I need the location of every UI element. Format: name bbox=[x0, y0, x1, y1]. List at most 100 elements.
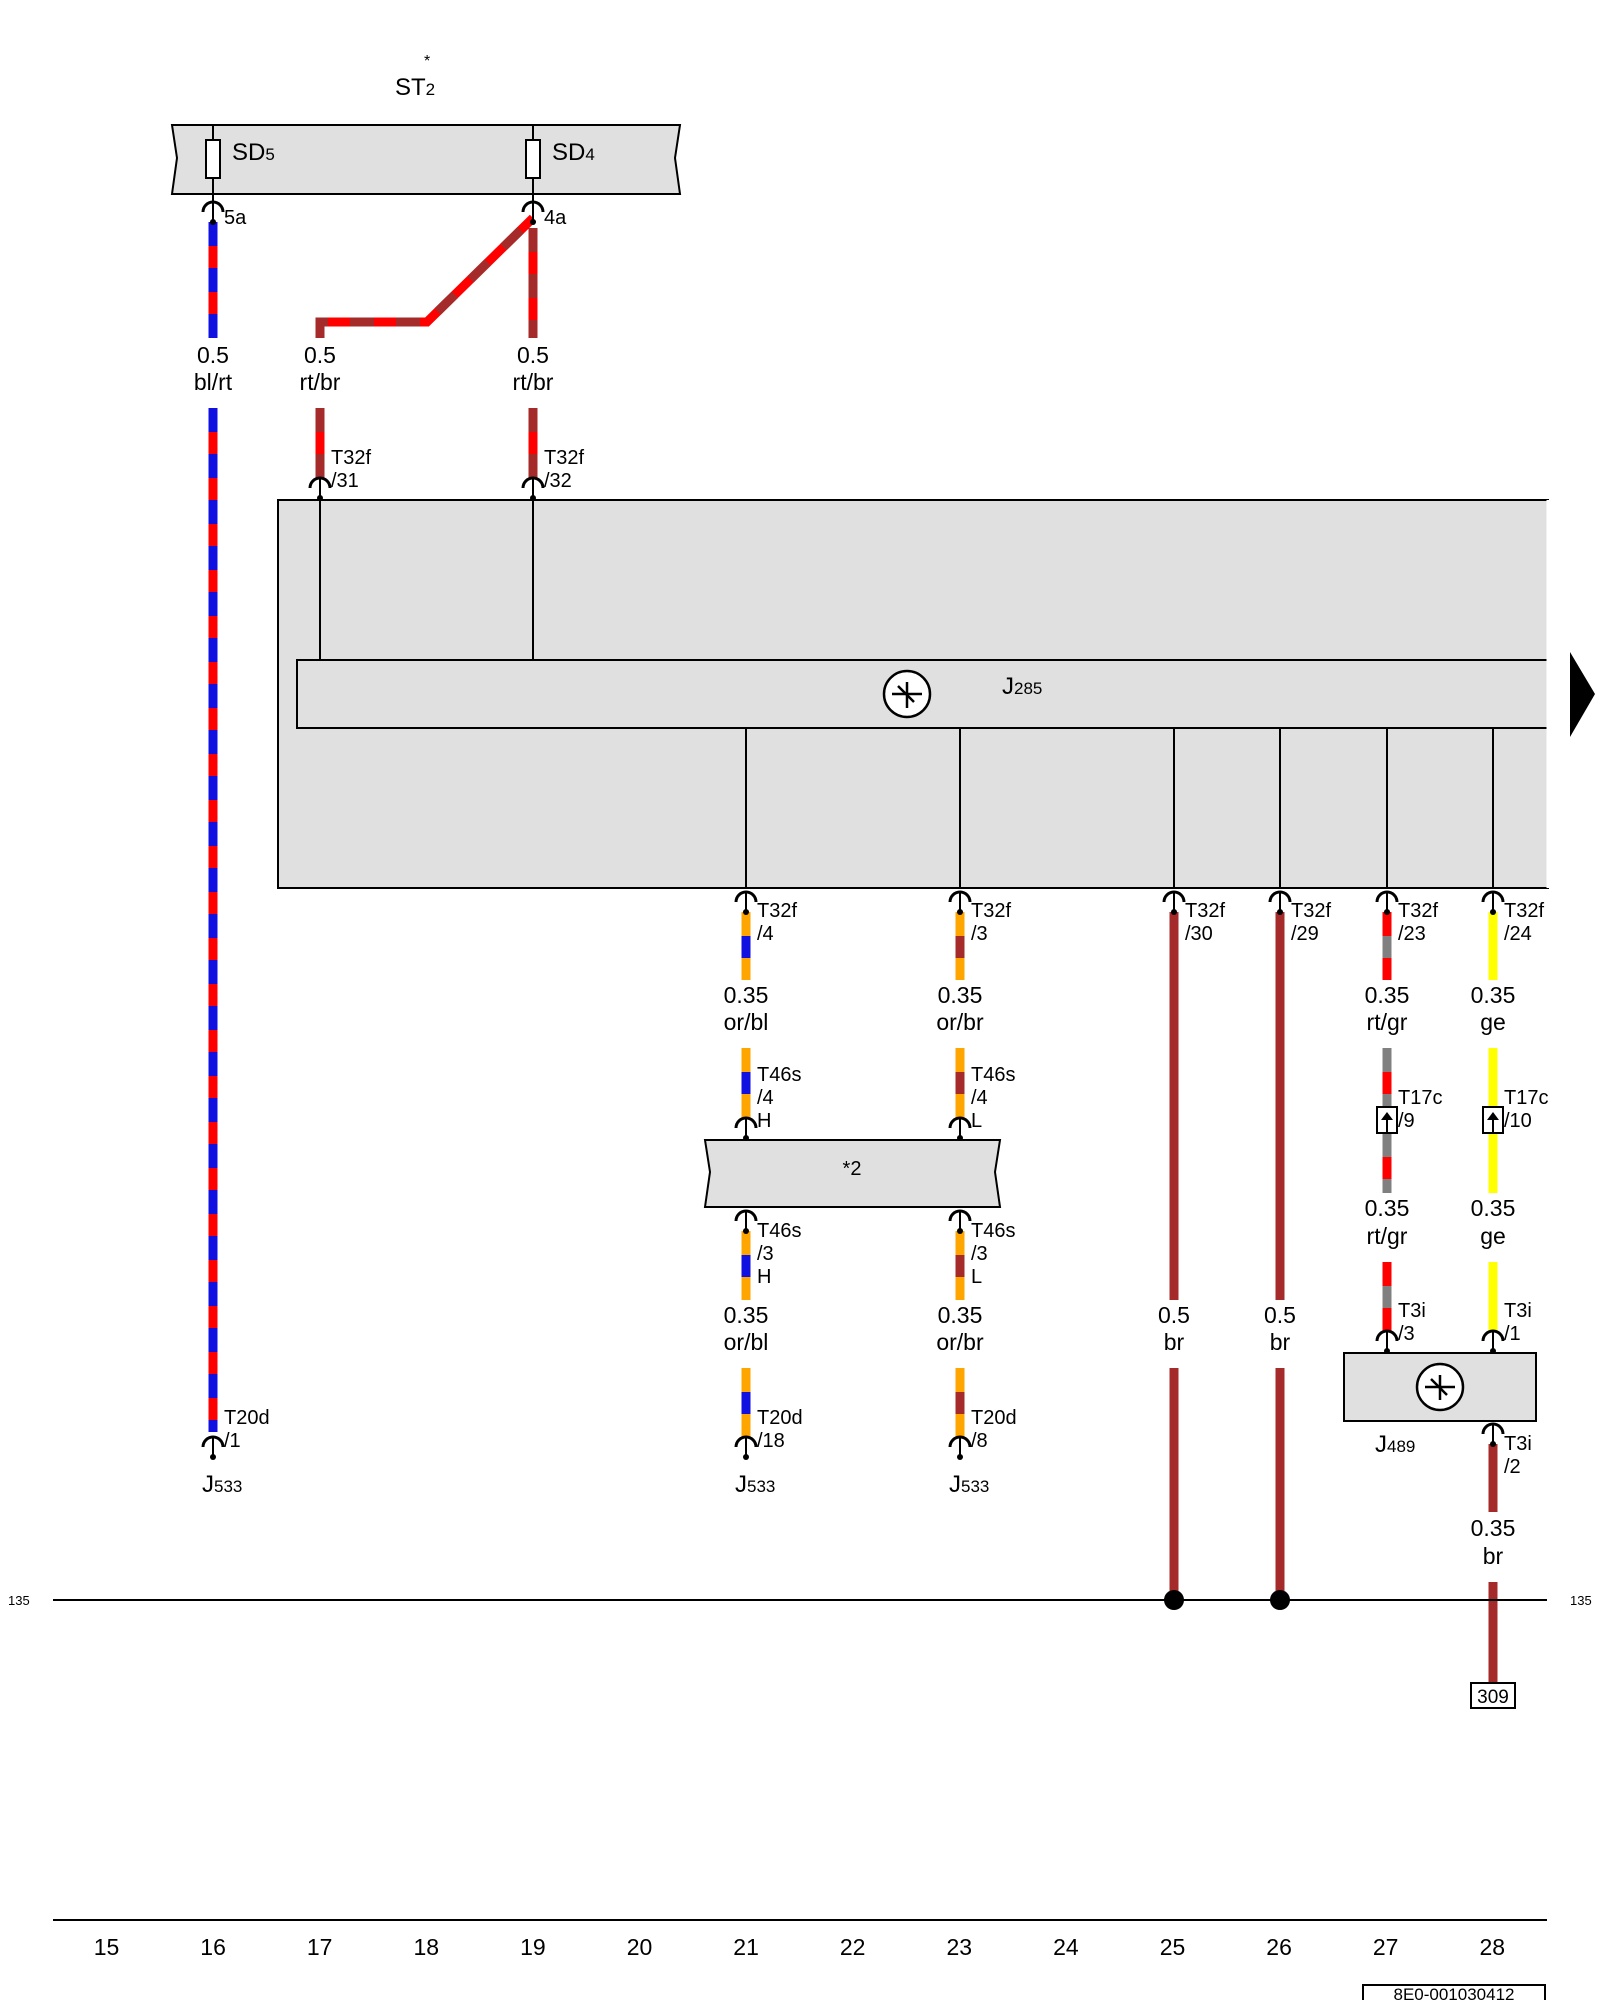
connector-icon bbox=[1481, 890, 1505, 917]
destination-j533: J533 bbox=[949, 1471, 989, 1498]
connector-icon bbox=[734, 1116, 758, 1143]
pin-s23b-connector: T46s bbox=[971, 1220, 1015, 1242]
pin-p25-pin: /30 bbox=[1185, 923, 1213, 945]
wire-color-w28c: br bbox=[1483, 1543, 1504, 1569]
pin-p25-connector: T32f bbox=[1185, 900, 1225, 922]
module-j489-label: J489 bbox=[1375, 1431, 1415, 1458]
pin-s23b-pin: /3 bbox=[971, 1243, 988, 1265]
connector-icon bbox=[734, 890, 758, 917]
ground-line: 135 135 bbox=[8, 1590, 1592, 1610]
module-star2-label: *2 bbox=[843, 1158, 862, 1180]
wire-size-w28c: 0.35 bbox=[1471, 1515, 1516, 1541]
wire-color-w28b: ge bbox=[1480, 1223, 1506, 1249]
pin-p28-pin: /24 bbox=[1504, 923, 1532, 945]
destination-labels: J533 J533 J533 bbox=[202, 1471, 989, 1498]
pin-s23a-connector: T46s bbox=[971, 1064, 1015, 1086]
grid-number: 21 bbox=[733, 1934, 759, 1960]
wire-labels: 0.5 bl/rt 0.5 rt/br 0.5 rt/br 0.35 or/bl… bbox=[194, 342, 1516, 1569]
pin-p17-pin: /31 bbox=[331, 470, 359, 492]
destination-j533: J533 bbox=[735, 1471, 775, 1498]
grid-number: 28 bbox=[1480, 1934, 1506, 1960]
fuse-sd5: SD5 5a bbox=[205, 125, 275, 229]
wire-size-w21a: 0.35 bbox=[724, 982, 769, 1008]
wire-color-w17: rt/br bbox=[300, 369, 341, 395]
pin-s21b-pin: /3 bbox=[757, 1243, 774, 1265]
grid-number: 17 bbox=[307, 1934, 333, 1960]
pin-t28-pin: /1 bbox=[1504, 1323, 1521, 1345]
pin-t28b-connector: T3i bbox=[1504, 1433, 1532, 1455]
pin-t27-connector: T3i bbox=[1398, 1300, 1426, 1322]
pin-p23-pin: /3 bbox=[971, 923, 988, 945]
pin-p19-pin: /32 bbox=[544, 470, 572, 492]
grid-number: 27 bbox=[1373, 1934, 1399, 1960]
connector-icon bbox=[201, 200, 225, 227]
pin-d23-pin: /8 bbox=[971, 1430, 988, 1452]
wire-size-w25: 0.5 bbox=[1158, 1302, 1190, 1328]
pin-d21-connector: T20d bbox=[757, 1407, 803, 1429]
junction-dot bbox=[1164, 1590, 1184, 1610]
pin-p28-connector: T32f bbox=[1504, 900, 1544, 922]
wire-size-w23a: 0.35 bbox=[938, 982, 983, 1008]
pin-c28-connector: T17c bbox=[1504, 1087, 1548, 1109]
wire-size-w27a: 0.35 bbox=[1365, 982, 1410, 1008]
pin-s21a-connector: T46s bbox=[757, 1064, 801, 1086]
wire-size-w26: 0.5 bbox=[1264, 1302, 1296, 1328]
wire-color-w23b: or/br bbox=[936, 1329, 984, 1355]
reference-box[interactable]: 309 bbox=[1470, 1682, 1516, 1709]
wire-color-w19: rt/br bbox=[513, 369, 554, 395]
grid-number: 22 bbox=[840, 1934, 866, 1960]
fuse-sd5-label: SD5 bbox=[232, 139, 275, 166]
wire-w17-upper bbox=[315, 214, 537, 338]
continuation-arrow-icon[interactable] bbox=[1570, 652, 1595, 737]
pin-p26-pin: /29 bbox=[1291, 923, 1319, 945]
pin-s23a-pin: /4 bbox=[971, 1087, 988, 1109]
pin-c28-pin: /10 bbox=[1504, 1110, 1532, 1132]
wire-color-w16: bl/rt bbox=[194, 369, 233, 395]
grid-number: 19 bbox=[520, 1934, 546, 1960]
pin-d21-pin: /18 bbox=[757, 1430, 785, 1452]
wire-color-w21b: or/bl bbox=[724, 1329, 769, 1355]
wire-color-w28a: ge bbox=[1480, 1009, 1506, 1035]
ground-line-left-label: 135 bbox=[8, 1593, 30, 1608]
pin-s23b-extra: L bbox=[971, 1266, 982, 1288]
connector-icon bbox=[948, 1209, 972, 1236]
pin-p27-pin: /23 bbox=[1398, 923, 1426, 945]
inline-connector-icon bbox=[1376, 1106, 1398, 1134]
pin-p21-connector: T32f bbox=[757, 900, 797, 922]
pin-c27-pin: /9 bbox=[1398, 1110, 1415, 1132]
junction-dot bbox=[1270, 1590, 1290, 1610]
pin-d16-pin: /1 bbox=[224, 1430, 241, 1452]
grid-number: 25 bbox=[1160, 1934, 1186, 1960]
wire-color-w21a: or/bl bbox=[724, 1009, 769, 1035]
pin-s21b-connector: T46s bbox=[757, 1220, 801, 1242]
wire-size-w28b: 0.35 bbox=[1471, 1195, 1516, 1221]
pin-s21a-extra: H bbox=[757, 1110, 771, 1132]
connector-icon bbox=[1375, 1329, 1399, 1356]
grid-number: 20 bbox=[627, 1934, 653, 1960]
module-j285-label: J285 bbox=[1002, 673, 1042, 700]
wire-size-w28a: 0.35 bbox=[1471, 982, 1516, 1008]
connector-icon bbox=[1481, 1422, 1505, 1449]
inline-connector-icon bbox=[1482, 1106, 1504, 1134]
wire-color-w27a: rt/gr bbox=[1367, 1009, 1408, 1035]
grid-number: 23 bbox=[947, 1934, 973, 1960]
wire-size-w17: 0.5 bbox=[304, 342, 336, 368]
module-j285-housing: J285 bbox=[277, 499, 1550, 889]
pin-s21b-extra: H bbox=[757, 1266, 771, 1288]
module-j489: J489 bbox=[1343, 1352, 1537, 1458]
pin-p23-connector: T32f bbox=[971, 900, 1011, 922]
document-id-label: 8E0-001030412 bbox=[1393, 1985, 1514, 2000]
pin-d23-connector: T20d bbox=[971, 1407, 1017, 1429]
wire-size-w16: 0.5 bbox=[197, 342, 229, 368]
connector-icon bbox=[1268, 890, 1292, 917]
wire-color-w23a: or/br bbox=[936, 1009, 984, 1035]
grid-number: 15 bbox=[94, 1934, 120, 1960]
pin-s23a-extra: L bbox=[971, 1110, 982, 1132]
connector-icon bbox=[1481, 1329, 1505, 1356]
wire-size-w19: 0.5 bbox=[517, 342, 549, 368]
fuse-sd5-pin: 5a bbox=[224, 207, 247, 229]
fuse-block-st2: ST2 * SD5 5a SD4 4a bbox=[170, 53, 682, 229]
module-star2: *2 bbox=[703, 1139, 1002, 1208]
connector-icon bbox=[201, 1435, 225, 1462]
